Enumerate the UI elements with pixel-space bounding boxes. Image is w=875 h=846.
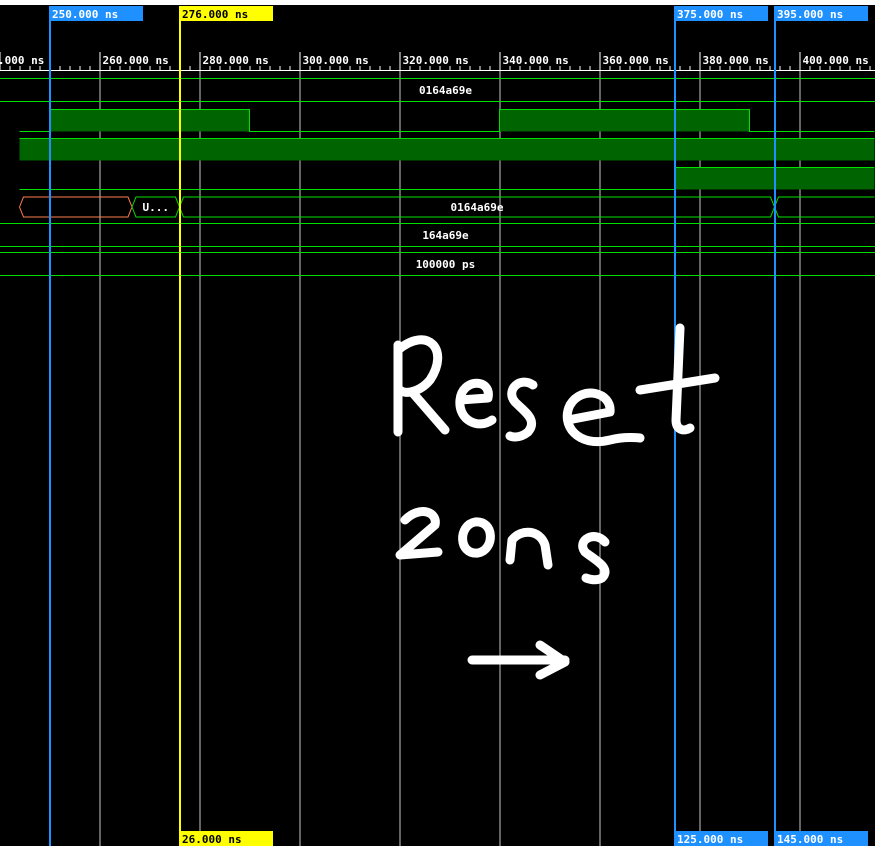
marker-top-tag[interactable] xyxy=(674,6,768,21)
marker-top-label: 375.000 ns xyxy=(677,8,743,21)
marker-top-tag[interactable] xyxy=(49,6,143,21)
handwriting-arrow-icon xyxy=(467,640,570,680)
ruler-tick-label: 400.000 ns xyxy=(803,54,869,67)
marker-bottom-tag[interactable] xyxy=(774,831,868,846)
ruler-tick-label: 280.000 ns xyxy=(203,54,269,67)
bit-high-fill xyxy=(499,109,750,132)
cursor-markers[interactable]: 250.000 ns 276.000 ns 26.000 ns 375.000 ns 1… xyxy=(49,6,868,846)
ruler-tick-label: 380.000 ns xyxy=(703,54,769,67)
handwriting-e2 xyxy=(562,388,645,447)
handwriting-s1 xyxy=(505,377,538,442)
bus-value-label: 0164a69e xyxy=(451,201,504,214)
ruler-tick-label: .000 ns xyxy=(0,54,44,67)
ruler-tick-label: 360.000 ns xyxy=(603,54,669,67)
time-ruler[interactable]: .000 ns 260.000 ns 280.000 ns 300.000 ns 320… xyxy=(0,52,875,71)
top-white-strip xyxy=(0,0,875,5)
handwriting-0 xyxy=(458,517,495,558)
marker-top-label: 276.000 ns xyxy=(182,8,248,21)
handwriting-2 xyxy=(395,507,443,560)
marker-bottom-tag[interactable] xyxy=(179,831,273,846)
ruler-tick-label: 260.000 ns xyxy=(103,54,169,67)
ruler-tick-label: 320.000 ns xyxy=(403,54,469,67)
handwriting-s2 xyxy=(578,532,610,585)
ruler-tick-label: 300.000 ns xyxy=(303,54,369,67)
handwriting-e1 xyxy=(455,378,497,429)
marker-top-label: 250.000 ns xyxy=(52,8,118,21)
marker-top-tag[interactable] xyxy=(774,6,868,21)
bus-value-label: 0164a69e xyxy=(419,84,472,97)
marker-bottom-tag[interactable] xyxy=(674,831,768,846)
handwriting-n xyxy=(505,527,553,570)
handwriting-R xyxy=(393,335,450,437)
marker-top-tag[interactable] xyxy=(179,6,273,21)
marker-bottom-label: 26.000 ns xyxy=(182,833,242,846)
time-grid xyxy=(99,70,801,846)
bit-high-fill xyxy=(49,109,250,132)
handwritten-annotation xyxy=(393,323,720,680)
bus-value-label: U... xyxy=(143,201,170,214)
bus-value-label: 164a69e xyxy=(422,229,469,242)
handwriting-t xyxy=(635,323,720,435)
marker-bottom-label: 125.000 ns xyxy=(677,833,743,846)
bus-value-label: 100000 ps xyxy=(416,258,476,271)
bit-high-fill xyxy=(19,138,875,161)
marker-bottom-label: 145.000 ns xyxy=(777,833,843,846)
marker-top-label: 395.000 ns xyxy=(777,8,843,21)
ruler-tick-label: 340.000 ns xyxy=(503,54,569,67)
